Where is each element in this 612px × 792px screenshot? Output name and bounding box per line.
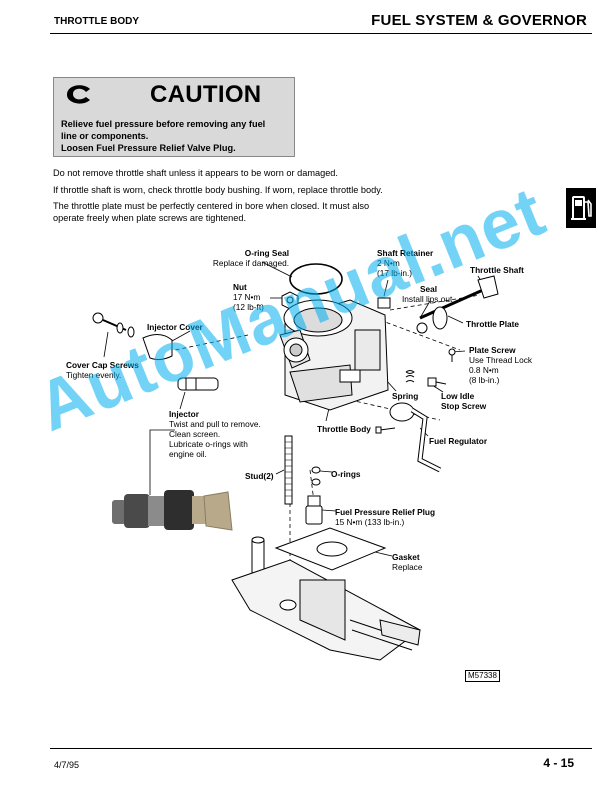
instruction-3-line-2: operate freely when plate screws are tig… [53,212,247,223]
instruction-2: If throttle shaft is worn, check throttl… [53,185,383,195]
fuel-pump-icon [571,196,592,220]
caution-body: Relieve fuel pressure before removing an… [61,118,293,154]
label-gasket: Gasket Replace [392,552,423,572]
caution-line: Loosen Fuel Pressure Relief Valve Plug. [61,143,236,153]
label-cover-cap-screws: Cover Cap Screws Tighten evenly. [66,360,139,380]
label-stud: Stud(2) [245,471,274,481]
page-number: 4 - 15 [543,756,574,770]
label-nut: Nut 17 N•m (12 lb-ft) [233,282,264,312]
caution-line: line or components. [61,131,149,141]
label-orings: O-rings [331,469,361,479]
label-fuel-pressure-relief-plug: Fuel Pressure Relief Plug 15 N•m (133 lb… [335,507,436,527]
label-injector: Injector Twist and pull to remove. Clean… [169,409,261,459]
footer-date: 4/7/95 [54,760,80,770]
label-spring: Spring [392,391,419,401]
footer-rule [50,748,592,749]
header-rule [50,33,592,34]
label-throttle-shaft: Throttle Shaft [470,265,524,275]
header-chapter: FUEL SYSTEM & GOVERNOR [371,12,587,29]
section-tab[interactable] [566,188,596,228]
label-throttle-plate: Throttle Plate [466,319,520,329]
injector-image [112,490,233,531]
caution-line: Relieve fuel pressure before removing an… [61,119,266,129]
label-throttle-body: Throttle Body [317,424,371,434]
figure-code: M57338 [465,670,500,682]
label-shaft-retainer: Shaft Retainer 2 N•m (17 lb-in.) [377,248,434,278]
header-section: THROTTLE BODY [54,16,139,27]
exploded-diagram [92,261,499,661]
label-fuel-regulator: Fuel Regulator [429,436,488,446]
instruction-3-line-1: The throttle plate must be perfectly cen… [53,201,370,211]
instruction-3: The throttle plate must be perfectly cen… [53,201,413,224]
label-plate-screw: Plate Screw Use Thread Lock 0.8 N•m (8 l… [469,345,533,385]
caution-box: CAUTION Relieve fuel pressure before rem… [53,77,295,157]
label-injector-cover: Injector Cover [147,322,203,332]
label-seal: Seal Install lips out [402,284,453,304]
caution-title: CAUTION [150,81,262,108]
label-low-idle-stop-screw: Low Idle Stop Screw [441,391,487,411]
caution-symbol-icon [66,85,90,104]
instruction-1: Do not remove throttle shaft unless it a… [53,168,338,178]
label-oring-seal: O-ring Seal Replace if damaged. [212,248,289,268]
